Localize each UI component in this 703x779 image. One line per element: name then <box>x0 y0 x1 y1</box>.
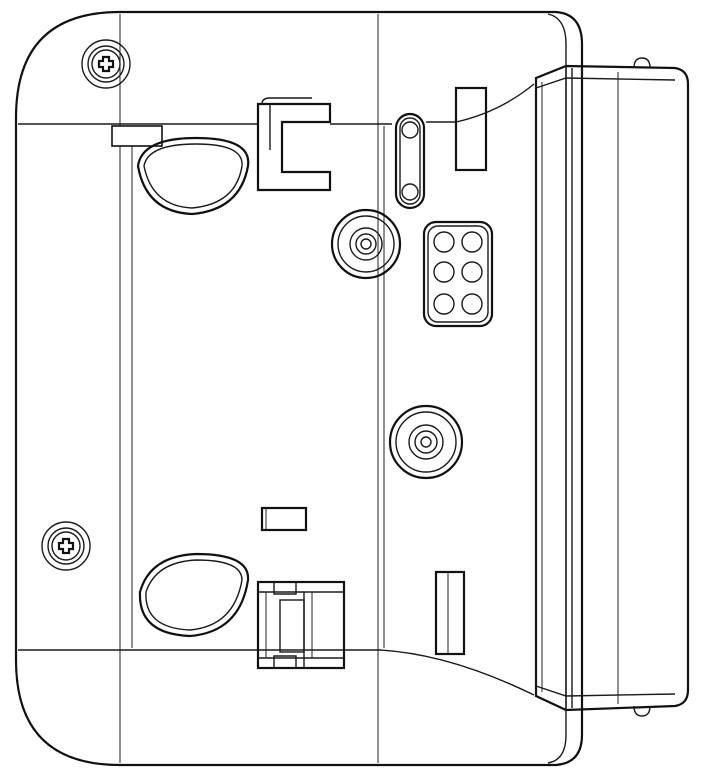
keyhole-slot-top <box>111 125 250 216</box>
top-latch-tab <box>454 86 488 172</box>
connector-port <box>256 580 346 670</box>
small-latch <box>260 506 308 532</box>
front-cover <box>534 57 690 717</box>
bottom-latch-tab <box>434 570 466 656</box>
keyhole-slot-bottom <box>138 552 250 638</box>
push-button-bottom <box>388 404 464 480</box>
vertical-slot <box>394 112 426 210</box>
mounting-screw-top <box>81 39 131 89</box>
mounting-screw-bottom <box>41 521 91 571</box>
push-button-top <box>330 208 402 280</box>
top-clip <box>256 97 332 192</box>
led-indicator-grid <box>422 220 494 328</box>
